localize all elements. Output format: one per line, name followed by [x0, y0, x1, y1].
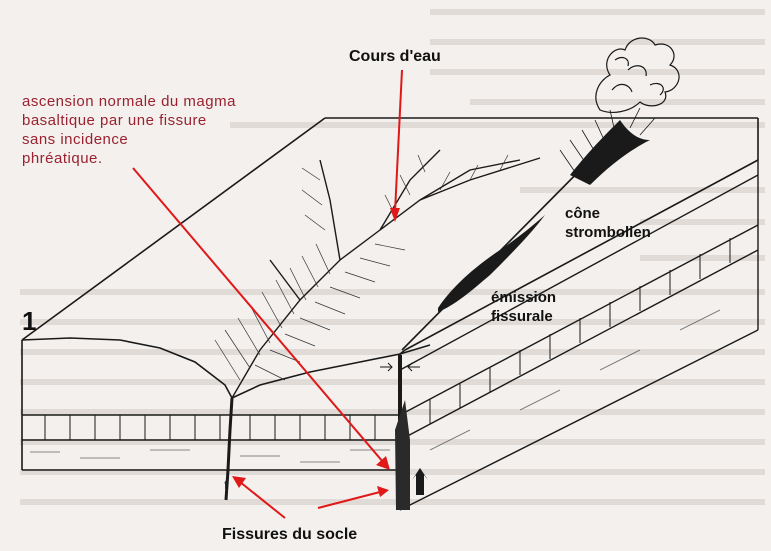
label-fissures-du-socle: Fissures du socle	[222, 526, 358, 543]
arrowhead-ascension	[376, 456, 390, 470]
label-emission-fissurale: émission fissurale	[491, 289, 557, 325]
river-hatching	[214, 154, 509, 381]
label-f: f	[224, 478, 228, 492]
block-top-surface	[21, 117, 759, 399]
arrow-fissure-right	[317, 491, 381, 509]
arrow-fissure-left	[239, 481, 286, 519]
eruption-plume	[595, 37, 680, 113]
arrowhead-cours-deau	[390, 208, 400, 222]
strombolian-cone	[559, 107, 656, 185]
river-network	[231, 149, 541, 399]
figure-number: 1	[22, 306, 37, 336]
arrow-ascension	[132, 167, 384, 463]
side-band-ticks	[429, 238, 731, 424]
arrowhead-fissure-right	[377, 486, 389, 497]
label-cours-deau: Cours d'eau	[349, 48, 441, 65]
annotation-arrows	[132, 69, 403, 519]
block-front-face	[21, 340, 401, 510]
block-side-face	[399, 160, 759, 511]
label-cone-strombolien: cône strombolien	[565, 205, 651, 241]
arrow-cours-deau	[394, 69, 403, 213]
eruptive-fissure	[380, 355, 428, 510]
fissural-emission-lava	[438, 215, 545, 312]
arrowhead-fissure-left	[232, 476, 246, 488]
left-fissure	[224, 397, 234, 501]
front-band-ticks	[44, 415, 376, 440]
label-ascension: ascension normale du magma basaltique pa…	[22, 93, 236, 167]
lower-layer-hatching	[30, 309, 721, 463]
background-text-texture	[20, 9, 765, 505]
